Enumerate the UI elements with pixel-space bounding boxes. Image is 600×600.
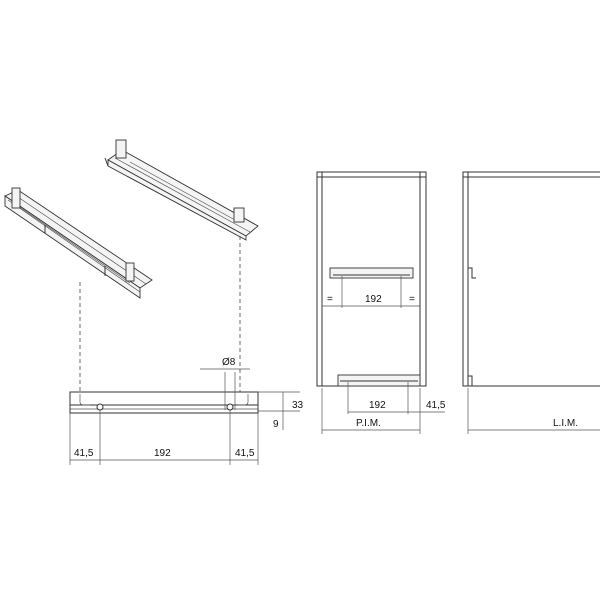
- hole-diameter-label: Ø8: [222, 357, 236, 368]
- upper-spacing-label: 192: [365, 294, 382, 305]
- rail-isometric-right: [104, 139, 259, 241]
- mounting-hole: [96, 403, 104, 411]
- right-margin-label: 41,5: [235, 448, 255, 459]
- equal-right-label: =: [409, 294, 415, 305]
- mounting-hole: [226, 403, 234, 411]
- offset-label: 9: [273, 419, 279, 430]
- lower-spacing-label: 192: [369, 400, 386, 411]
- depth-label: P.I.M.: [356, 418, 381, 429]
- rail-bracket: [468, 375, 476, 387]
- cabinet-side-view: [316, 171, 427, 387]
- rail-isometric-left: [4, 187, 153, 299]
- rail-bracket: [468, 267, 476, 279]
- height-label: 33: [292, 400, 304, 411]
- rail-front-view: [69, 391, 259, 414]
- lower-margin-label: 41,5: [426, 400, 446, 411]
- upper-rail: [329, 267, 414, 279]
- hole-spacing-label: 192: [154, 448, 171, 459]
- width-label: L.I.M.: [553, 418, 578, 429]
- left-margin-label: 41,5: [74, 448, 94, 459]
- equal-left-label: =: [327, 294, 333, 305]
- cabinet-front-view: [462, 171, 600, 387]
